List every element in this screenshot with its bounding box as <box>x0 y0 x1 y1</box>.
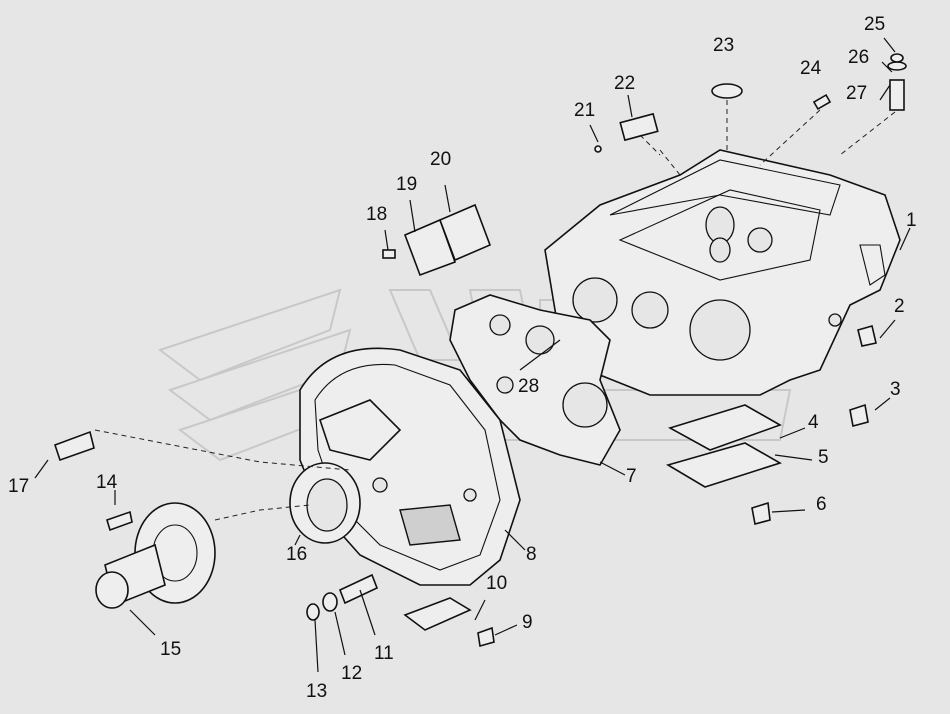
seal-ring-16 <box>289 462 361 544</box>
label-23: 23 <box>713 35 734 56</box>
label-11: 11 <box>374 643 394 664</box>
label-12: 12 <box>341 663 362 684</box>
label-27: 27 <box>846 83 867 104</box>
label-13: 13 <box>306 681 327 702</box>
label-4: 4 <box>808 412 819 433</box>
label-2: 2 <box>894 296 905 317</box>
label-26: 26 <box>848 47 869 68</box>
label-19: 19 <box>396 174 417 195</box>
label-18: 18 <box>366 204 387 225</box>
label-5: 5 <box>818 447 829 468</box>
label-24: 24 <box>800 58 822 79</box>
gearbox-housing <box>544 149 901 396</box>
label-22: 22 <box>614 73 635 94</box>
cover-plate-4 <box>665 404 782 488</box>
top-cover-19-20 <box>403 203 492 277</box>
label-3: 3 <box>890 379 901 400</box>
part-number-labels: 1 2 3 4 5 6 7 8 9 10 11 12 13 14 15 16 1… <box>8 14 917 702</box>
label-8: 8 <box>526 544 537 565</box>
leader-lines <box>34 37 911 673</box>
label-17: 17 <box>8 476 29 497</box>
small-cover-10 <box>403 597 472 631</box>
label-9: 9 <box>522 612 533 633</box>
label-15: 15 <box>160 639 181 660</box>
label-25: 25 <box>864 14 885 35</box>
label-14: 14 <box>96 472 118 493</box>
label-7: 7 <box>626 466 637 487</box>
label-1: 1 <box>906 210 917 231</box>
small-parts <box>53 53 907 648</box>
assembly-axes <box>94 100 896 521</box>
label-28: 28 <box>518 376 539 397</box>
input-shaft <box>95 502 216 609</box>
label-6: 6 <box>816 494 827 515</box>
label-10: 10 <box>486 573 507 594</box>
label-16: 16 <box>286 544 307 565</box>
label-20: 20 <box>430 149 451 170</box>
bell-housing <box>299 347 521 586</box>
label-21: 21 <box>574 100 595 121</box>
housing-gasket <box>449 294 621 466</box>
